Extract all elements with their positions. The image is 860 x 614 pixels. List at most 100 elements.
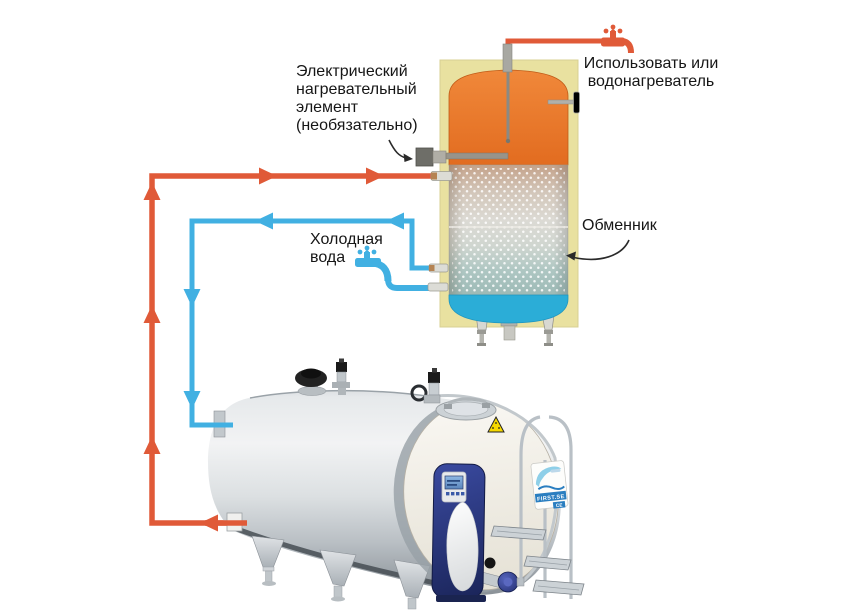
faucet-handle-dot: [610, 24, 616, 30]
label-line: вода: [310, 249, 346, 266]
vent-cap-base: [297, 386, 327, 396]
manhole-handle: [447, 397, 487, 405]
tank-leg-foot: [262, 566, 275, 572]
faucet-stem: [364, 252, 370, 260]
pipe-connections-to-tank: [200, 410, 247, 532]
tank-leg-base: [331, 596, 345, 602]
pointer-arrowhead-icon: [403, 153, 413, 162]
brand-badge: FIRST.SE CE: [530, 460, 569, 510]
tank-top-fittings: [295, 358, 497, 421]
clamp-ring-icon: [410, 384, 428, 402]
solenoid-valve-clamp: [332, 382, 350, 388]
heating-element-collar: [432, 150, 447, 164]
warning-sticker-mark: [495, 422, 497, 424]
control-button: [451, 492, 455, 496]
exchanger-pointer: [573, 239, 630, 261]
label-line: Использовать или: [583, 55, 719, 72]
flow-arrow-left-icon: [386, 212, 404, 230]
solenoid-valve-nub: [339, 358, 344, 363]
badge-logo-mark: [550, 468, 561, 473]
cold-return-port-tip: [429, 265, 435, 271]
label-line: нагревательный: [296, 81, 417, 98]
heater-cold-zone: [448, 294, 569, 324]
hot-pipe-main: [149, 173, 448, 526]
hot-port-tip: [431, 172, 437, 180]
heat-exchanger-seam: [449, 226, 568, 228]
tank-leg: [251, 535, 285, 569]
badge-ribbon: [534, 490, 567, 503]
milk-outlet-valve: [481, 571, 525, 593]
warning-sticker-mark: [498, 427, 500, 429]
badge-model-text: FIRST.SE: [537, 494, 565, 503]
faucet-body: [601, 37, 625, 47]
tank-leg: [319, 549, 357, 587]
annotation-arrows: [388, 139, 630, 261]
control-unit-inset: [446, 501, 479, 592]
heating-element-rod: [445, 152, 509, 160]
solenoid-valve-body: [336, 371, 347, 383]
tank-legs: [251, 535, 431, 610]
heater-leg-foot: [477, 330, 486, 334]
flow-arrow-up-icon: [143, 182, 161, 200]
ladder-step-grid: [537, 585, 580, 591]
ladder-step: [532, 579, 585, 596]
tank-leg-foot: [407, 597, 417, 610]
cold-pipe-main: [189, 218, 437, 428]
warning-sticker-mark: [492, 427, 494, 429]
label-line: Обменник: [582, 217, 657, 234]
badge-ce-box: [552, 500, 566, 509]
pointer-arrowhead-icon: [566, 251, 576, 261]
heat-exchanger-shading: [449, 165, 568, 295]
tank-leg-foot: [333, 585, 343, 599]
temperature-sensor-rod: [506, 72, 510, 140]
solenoid-valve-neck: [338, 388, 346, 395]
tank-leg-foot: [265, 570, 273, 583]
label-cold-water: Холодная вода: [310, 231, 383, 267]
solenoid-valve-coil: [336, 362, 347, 372]
flow-arrow-left-icon: [200, 514, 218, 532]
flow-arrow-right-icon: [259, 167, 277, 185]
label-line: Электрический: [296, 63, 408, 80]
faucet-spout: [371, 259, 392, 282]
piping-circuits: [143, 38, 602, 526]
control-button: [461, 492, 465, 496]
ladder-platform-grid: [496, 530, 543, 536]
flow-arrow-down-icon: [183, 391, 201, 409]
label-exchanger: Обменник: [582, 217, 657, 235]
flow-arrow-up-icon: [143, 305, 161, 323]
faucet-handle-dot: [603, 28, 609, 34]
faucet-handle-dot: [364, 245, 370, 251]
control-unit: [431, 463, 486, 602]
warning-sticker-icon: [487, 415, 505, 433]
ladder-rail: [548, 415, 573, 599]
flow-arrow-down-icon: [183, 289, 201, 307]
label-line: водонагреватель: [587, 73, 715, 90]
heater-leg-foot: [503, 325, 516, 341]
manhole-hinge: [482, 403, 490, 408]
tank-leg: [393, 559, 431, 599]
heater-top-fitting: [502, 43, 513, 73]
heater-ports: [427, 171, 453, 292]
heater-leg-foot: [544, 330, 553, 334]
faucet-handle-dot: [357, 249, 363, 255]
faucet-spout: [621, 38, 634, 54]
control-display-text: [447, 480, 460, 482]
cold-supply-pipe: [385, 278, 433, 291]
faucet-stem: [610, 31, 616, 39]
faucet-handle-dot: [617, 28, 623, 34]
badge-wave-icon: [537, 485, 565, 491]
flow-arrow-right-icon: [366, 167, 384, 185]
heater-leg-foot: [479, 334, 484, 343]
badge-ce-text: CE: [556, 502, 564, 509]
water-heater-assembly: [415, 43, 580, 346]
heating-element-block: [415, 147, 434, 167]
heater-leg-foot: [546, 334, 551, 343]
ladder-rail: [519, 415, 541, 584]
control-display-screen: [444, 475, 464, 490]
heater-side-stub: [547, 99, 577, 105]
label-heating-element: Электрический нагревательный элемент (не…: [296, 63, 418, 135]
hot-water-faucet-icon: [601, 24, 634, 54]
label-line: Холодная: [310, 231, 383, 248]
tank-top-edge: [249, 389, 434, 399]
